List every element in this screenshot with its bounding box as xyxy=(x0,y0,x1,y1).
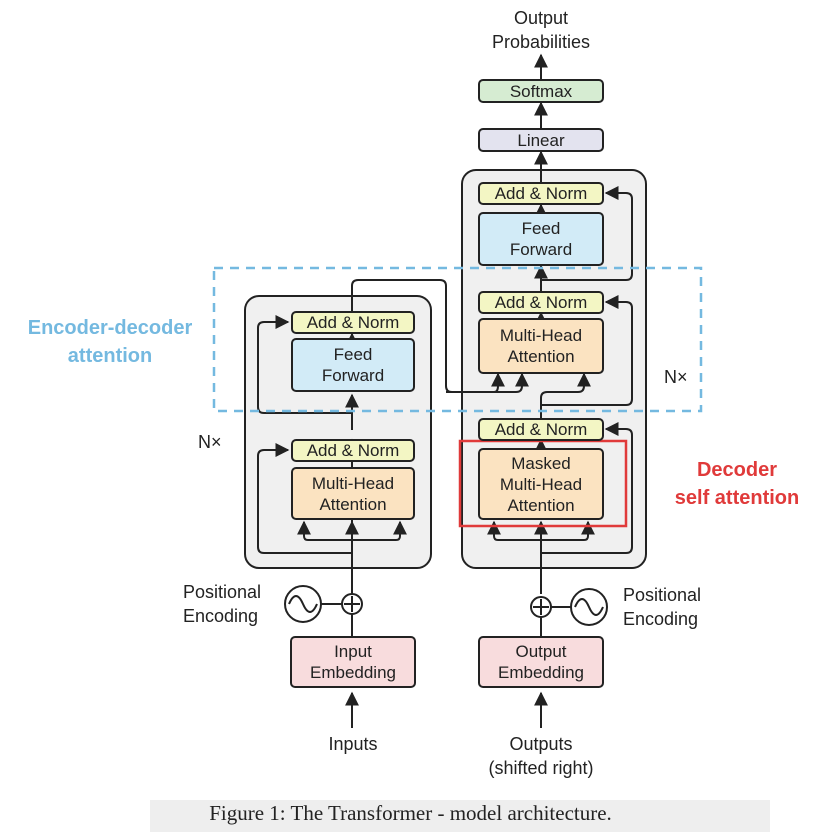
encoder-stack xyxy=(244,295,432,569)
decoder-add-norm-mid: Add & Norm xyxy=(478,291,604,314)
positional-encoding-right-icon xyxy=(551,588,608,626)
encoder-decoder-attention-annotation: Encoder-decoder attention xyxy=(27,317,193,367)
decoder-multi-head-attention-block: Multi-Head Attention xyxy=(478,318,604,374)
encoder-feed-forward-block: Feed Forward xyxy=(291,338,415,392)
decoder-add-norm-top: Add & Norm xyxy=(478,182,604,205)
input-embedding-block: Input Embedding xyxy=(290,636,416,688)
encoder-add-norm-top: Add & Norm xyxy=(291,311,415,334)
encoder-nx-label: N× xyxy=(198,432,222,452)
decoder-self-attention-annotation: Decoder self attention xyxy=(674,459,800,509)
decoder-add-norm-bottom: Add & Norm xyxy=(478,418,604,441)
encoder-multi-head-attention-block: Multi-Head Attention xyxy=(291,467,415,520)
adder-right-icon xyxy=(530,596,552,618)
encoder-add-norm-bottom: Add & Norm xyxy=(291,439,415,462)
positional-encoding-left-icon xyxy=(284,585,342,623)
caption-background xyxy=(150,800,770,832)
output-probabilities-label: Output Probabilities xyxy=(491,8,591,52)
outputs-label: Outputs (shifted right) xyxy=(488,734,594,778)
linear-block: Linear xyxy=(478,128,604,152)
inputs-label: Inputs xyxy=(328,734,378,754)
positional-encoding-right-label: Positional Encoding xyxy=(623,585,702,629)
adder-left-icon xyxy=(341,593,363,615)
softmax-block: Softmax xyxy=(478,79,604,103)
figure-caption: Figure 1: The Transformer - model archit… xyxy=(209,801,612,825)
decoder-self-highlight xyxy=(458,439,628,528)
decoder-nx-label: N× xyxy=(664,367,688,387)
encoder-decoder-highlight xyxy=(212,266,703,413)
output-embedding-block: Output Embedding xyxy=(478,636,604,688)
decoder-masked-multi-head-attention-block: Masked Multi-Head Attention xyxy=(478,448,604,520)
decoder-feed-forward-block: Feed Forward xyxy=(478,212,604,266)
positional-encoding-left-label: Positional Encoding xyxy=(183,582,262,626)
